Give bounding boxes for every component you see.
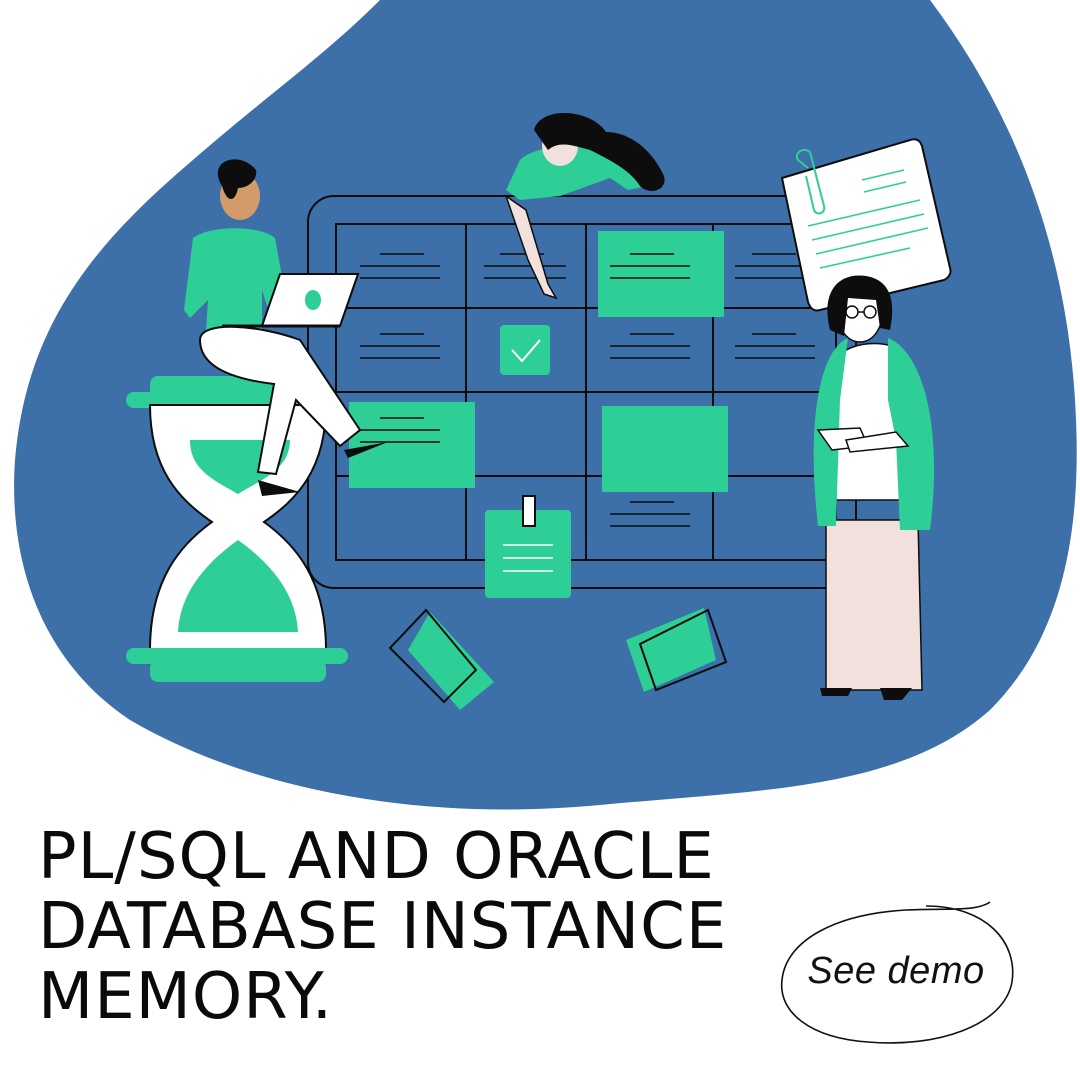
page-title: PL/SQL AND ORACLE DATABASE INSTANCE MEMO…	[38, 822, 758, 1032]
board-card	[598, 231, 724, 317]
falling-paper	[388, 608, 494, 710]
person-leaning	[504, 112, 665, 300]
board-card	[349, 402, 475, 488]
see-demo-label: See demo	[807, 950, 985, 992]
document-icon	[780, 138, 952, 312]
board-card	[602, 406, 728, 492]
checkmark-icon	[500, 325, 550, 375]
person-standing	[813, 275, 935, 700]
title-line: MEMORY.	[38, 960, 334, 1034]
see-demo-button[interactable]: See demo	[776, 892, 1022, 1050]
circled-outline	[780, 901, 1014, 1044]
person-with-laptop	[184, 159, 388, 496]
paperclip-icon	[796, 148, 826, 215]
laptop-icon	[222, 273, 360, 328]
title-line: PL/SQL AND ORACLE	[38, 820, 715, 894]
sticky-note-icon	[485, 510, 571, 598]
falling-paper	[626, 608, 728, 692]
title-line: DATABASE INSTANCE	[38, 890, 728, 964]
